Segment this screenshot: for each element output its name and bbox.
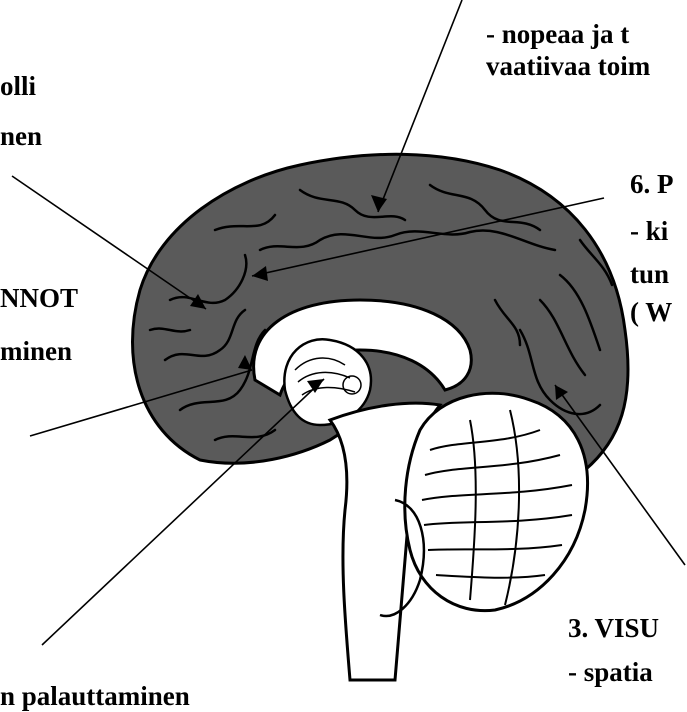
label-left-1: NNOT: [0, 282, 78, 314]
label-right-1: 6. P: [630, 168, 674, 200]
label-left-2: minen: [0, 335, 72, 367]
label-right-3: tun: [630, 258, 669, 290]
label-top-right-1: - nopeaa ja t: [486, 18, 629, 50]
label-right-2: - ki: [630, 215, 668, 247]
label-bottom-right-1: 3. VISU: [568, 612, 659, 644]
label-top-right-2: vaatiivaa toim: [486, 50, 650, 82]
label-top-left-1: olli: [0, 70, 36, 102]
label-top-left-2: nen: [0, 120, 42, 152]
label-right-4: ( W: [630, 296, 672, 328]
label-bottom-right-2: - spatia: [568, 656, 653, 688]
label-bottom-left-1: n palauttaminen: [0, 680, 190, 712]
